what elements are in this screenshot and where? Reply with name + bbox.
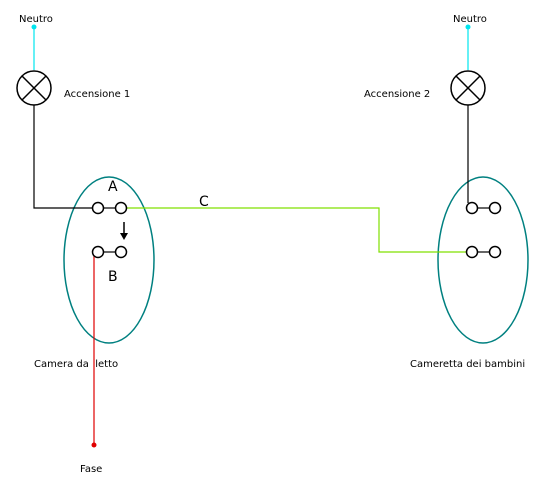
traveler-wire-c	[127, 207, 466, 253]
label-neutro-right: Neutro	[453, 14, 487, 25]
switch-left-contact-b	[91, 245, 128, 259]
switch-right-contact-top	[465, 201, 502, 215]
label-accensione-2: Accensione 2	[364, 89, 430, 100]
switch-enclosure-left	[63, 176, 155, 344]
label-fase: Fase	[80, 464, 102, 475]
lamp-wire-left	[33, 105, 92, 209]
label-camera-da-letto: Camera da letto	[34, 359, 118, 370]
switch-enclosure-right	[437, 176, 529, 344]
label-neutro-left: Neutro	[19, 14, 53, 25]
label-terminal-a: A	[108, 179, 118, 195]
switch-left-contact-a	[91, 201, 128, 215]
label-accensione-1: Accensione 1	[64, 89, 130, 100]
lamp-icon-left	[16, 70, 52, 106]
switch-direction-arrow-icon	[120, 222, 128, 240]
lamp-icon-right	[450, 70, 486, 106]
switch-right-contact-bottom	[465, 245, 502, 259]
label-cameretta: Cameretta dei bambini	[410, 359, 525, 370]
label-terminal-b: B	[108, 269, 118, 285]
label-wire-c: C	[199, 194, 209, 210]
phase-terminal	[91, 442, 97, 448]
neutral-terminal-left	[31, 24, 37, 30]
neutral-terminal-right	[465, 24, 471, 30]
